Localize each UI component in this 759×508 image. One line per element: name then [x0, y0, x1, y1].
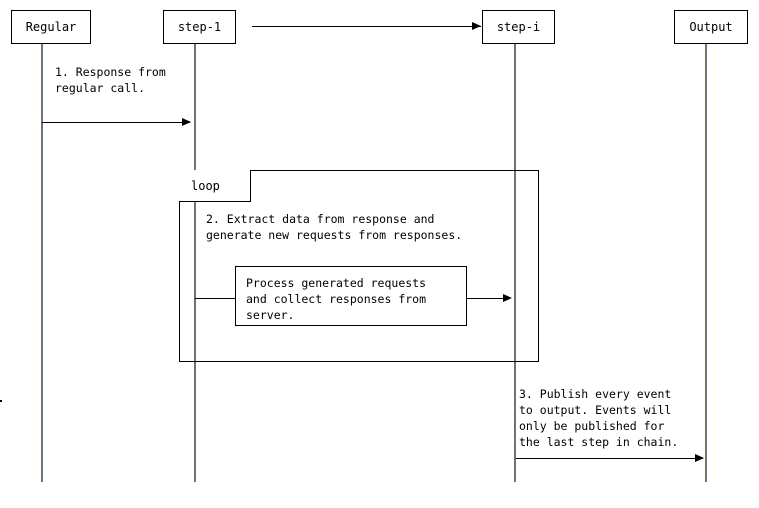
message-2-line-left	[195, 298, 236, 299]
participant-output-label: Output	[689, 20, 733, 34]
participant-step1-label: step-1	[177, 20, 222, 34]
process-note-box: Process generated requests and collect r…	[235, 266, 467, 326]
lifeline-step1	[194, 44, 196, 482]
message-2-arrowhead	[503, 294, 512, 302]
message-3-arrowhead	[695, 454, 704, 462]
lifeline-regular	[41, 44, 43, 482]
message-2-line-right	[467, 298, 505, 299]
lifeline-output	[705, 44, 707, 482]
message-1-label: 1. Response from regular call.	[55, 65, 166, 95]
message-chain-line	[252, 26, 481, 27]
message-1-arrowhead	[182, 118, 191, 126]
loop-fragment-tag: loop	[179, 170, 251, 202]
message-1-line	[42, 122, 190, 123]
lifeline-stepi	[514, 44, 516, 482]
message-3-line	[516, 458, 703, 459]
loop-fragment	[179, 170, 539, 362]
participant-stepi-label: step-i	[496, 20, 541, 34]
participant-step1[interactable]: step-1	[163, 10, 236, 44]
edge-artifact	[0, 400, 2, 402]
message-chain-arrowhead	[472, 22, 481, 30]
participant-regular-label: Regular	[25, 20, 77, 34]
loop-fragment-body-text: 2. Extract data from response and genera…	[206, 212, 463, 242]
message-3-label: 3. Publish every event to output. Events…	[519, 387, 679, 449]
participant-regular[interactable]: Regular	[11, 10, 91, 44]
participant-output[interactable]: Output	[674, 10, 748, 44]
participant-stepi[interactable]: step-i	[482, 10, 555, 44]
loop-fragment-operator-label: loop	[191, 178, 220, 193]
